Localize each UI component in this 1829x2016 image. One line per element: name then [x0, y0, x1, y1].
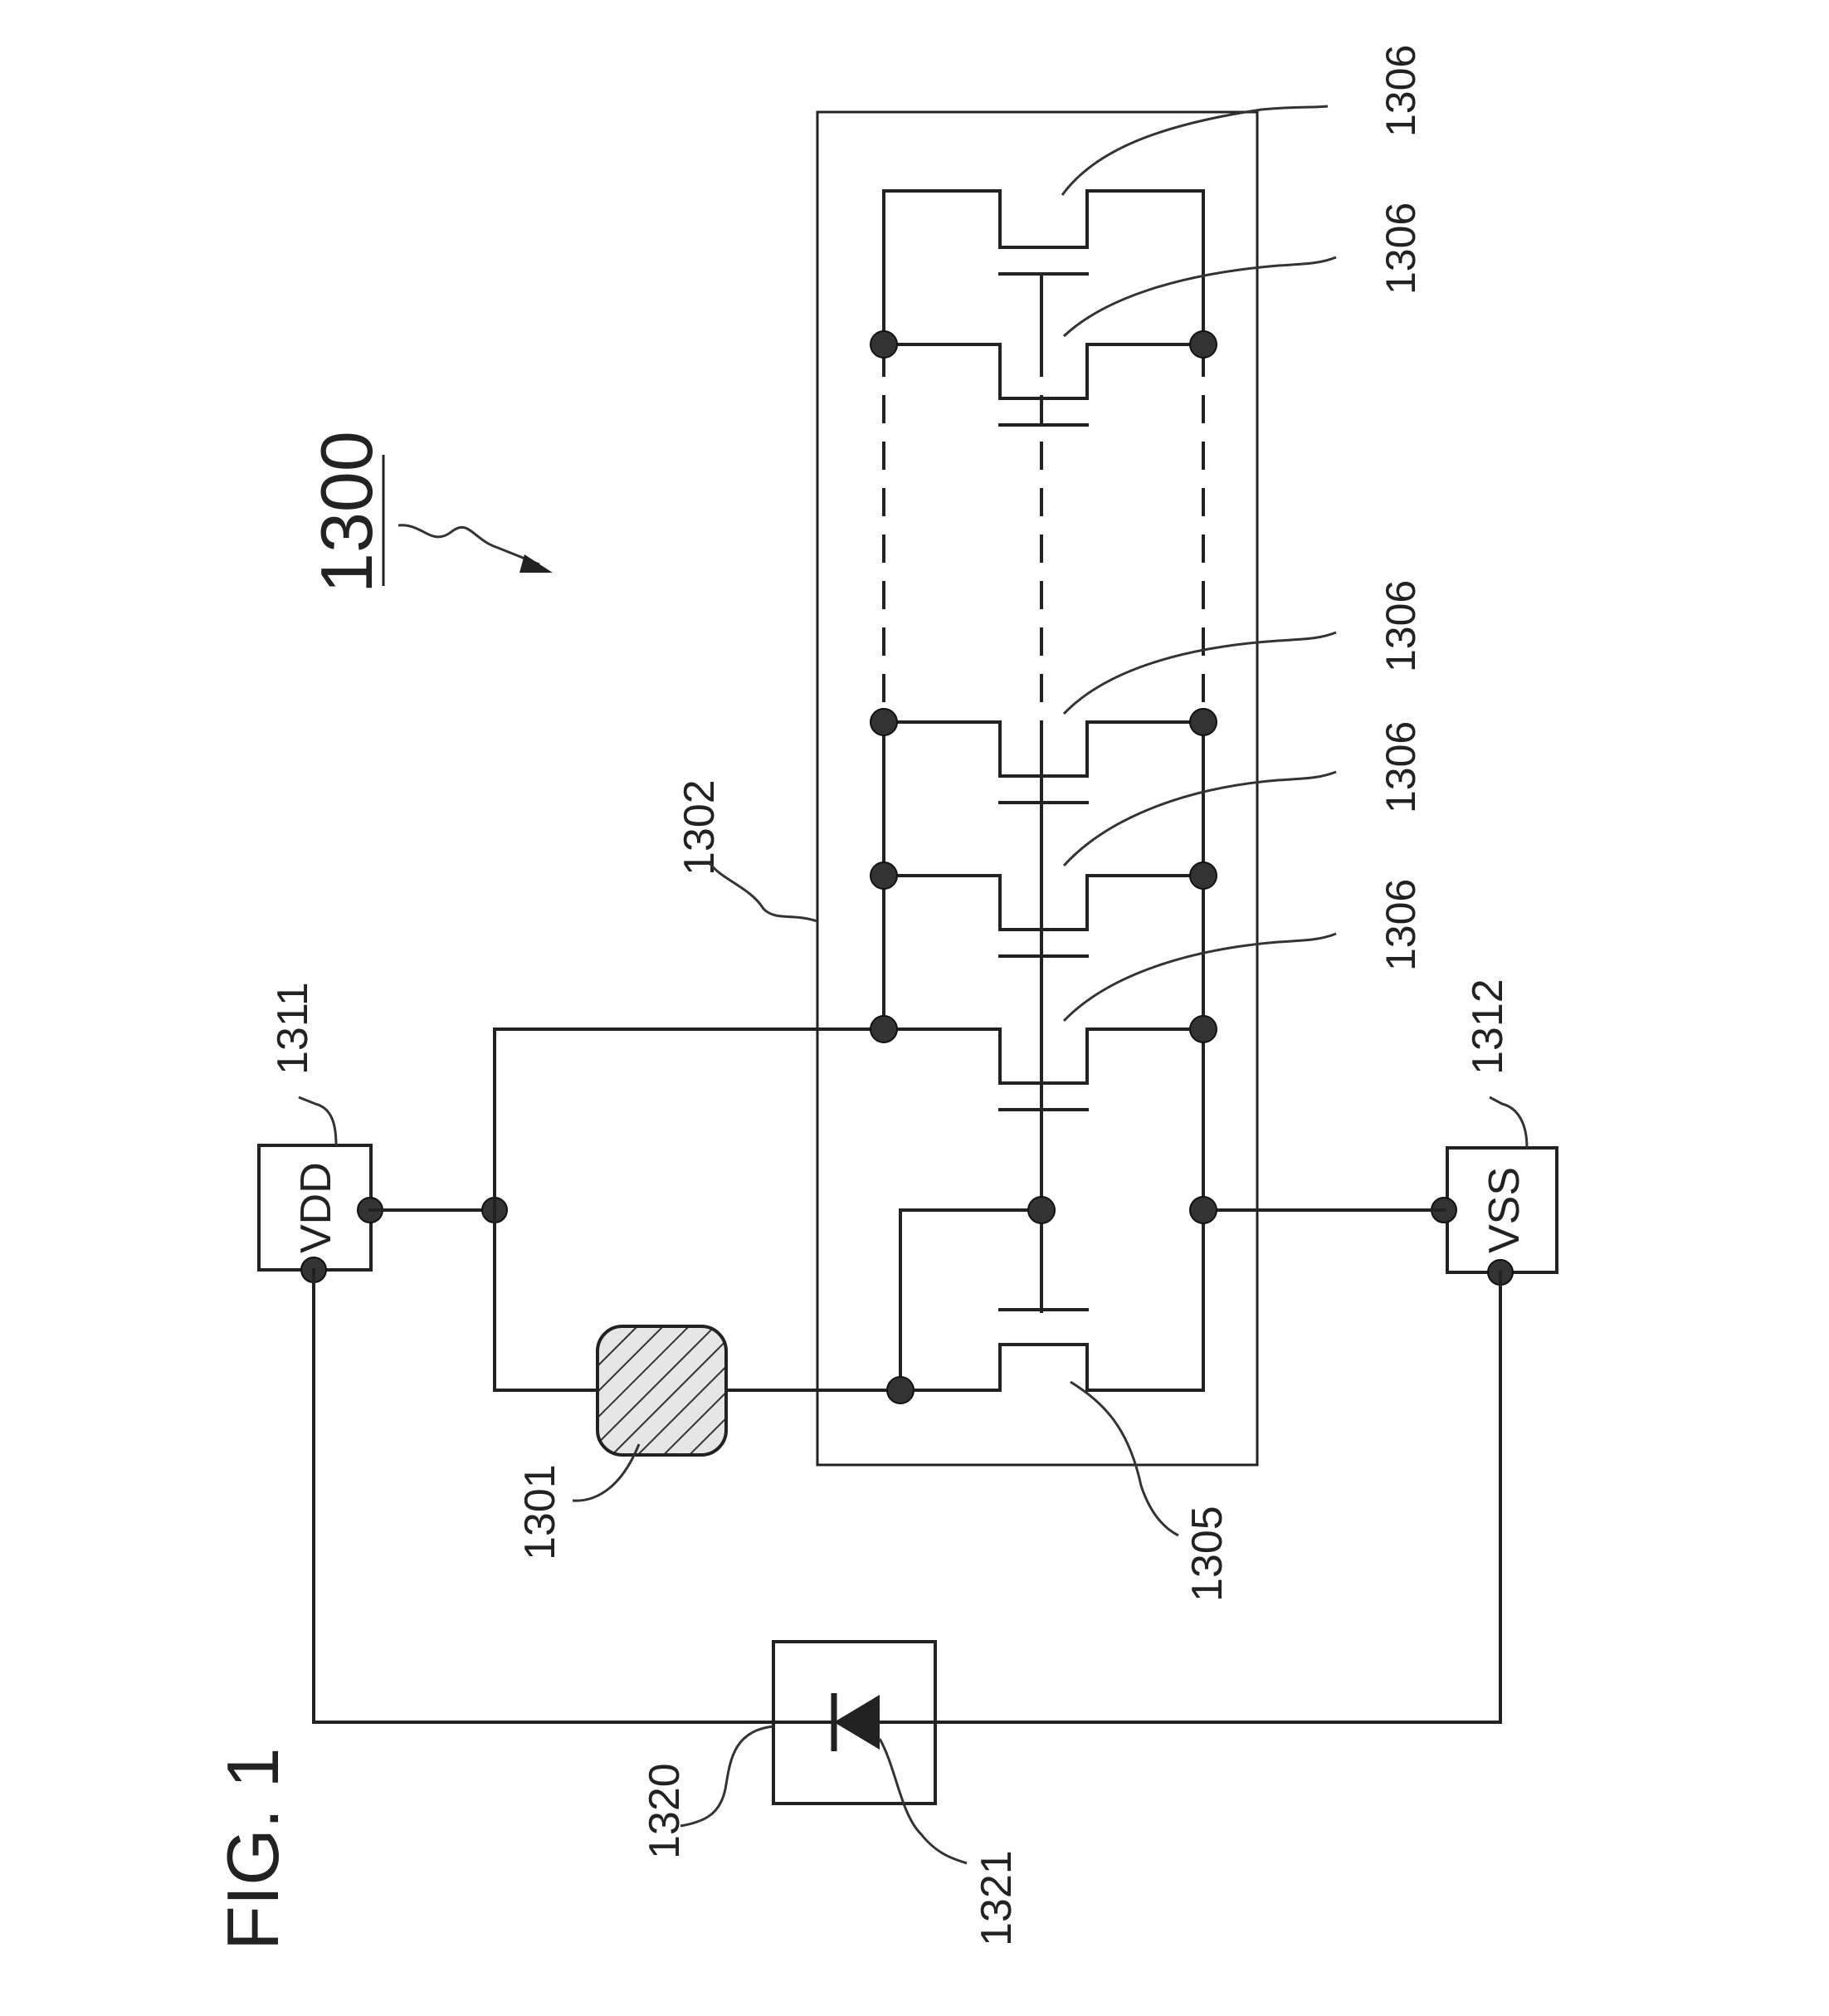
vss-terminal: VSS 1312	[1431, 979, 1557, 1285]
diode-label: 1321	[973, 1850, 1021, 1946]
transistor-1306-c	[871, 709, 1217, 803]
label-1306-5: 1306	[1378, 879, 1424, 971]
transistor-1305-label: 1305	[1183, 1506, 1232, 1602]
transistor-1306-e	[884, 191, 1203, 274]
label-1306-4: 1306	[1378, 721, 1424, 813]
vss-text: VSS	[1480, 1167, 1529, 1253]
transistor-1306-d	[871, 331, 1217, 425]
transistor-1305: 1305	[887, 1197, 1232, 1602]
figure-title: FIG. 1	[212, 1748, 294, 1951]
chip-leader	[710, 863, 817, 921]
transistor-1306-b	[871, 862, 1217, 956]
svg-text:1300: 1300	[305, 431, 388, 593]
label-1306-3: 1306	[1378, 580, 1424, 672]
vdd-terminal: VDD 1311	[259, 982, 383, 1282]
element-1301-label: 1301	[516, 1464, 564, 1560]
vdd-label: 1311	[269, 982, 317, 1075]
vss-label: 1312	[1464, 979, 1512, 1075]
chip-label: 1302	[676, 779, 724, 876]
element-1301	[597, 1326, 726, 1455]
diode-box-label: 1320	[641, 1763, 689, 1859]
transistor-1306-a	[871, 1016, 1217, 1110]
label-1306-2: 1306	[1378, 203, 1424, 295]
label-1306-1: 1306	[1378, 45, 1424, 137]
figure-reference: 1300	[305, 431, 553, 593]
vdd-text: VDD	[292, 1162, 340, 1253]
diode-box: 1320 1321	[641, 1642, 1021, 1946]
